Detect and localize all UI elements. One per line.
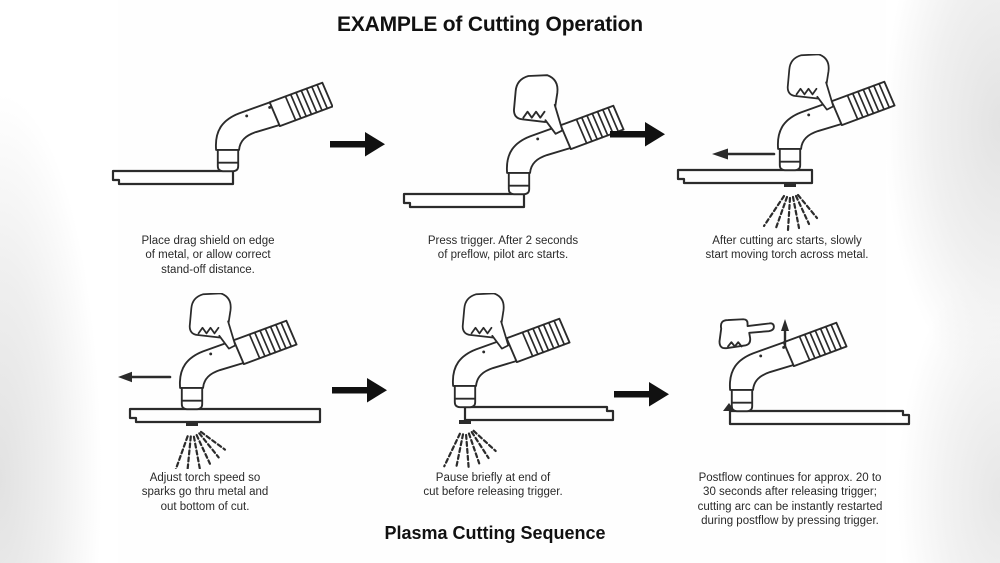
spark-spray-icon xyxy=(762,193,819,232)
step-2-cell: Press trigger. After 2 seconds of preflo… xyxy=(378,54,628,263)
metal-plate xyxy=(463,405,615,422)
metal-plate xyxy=(402,192,526,209)
move-left-arrow-icon xyxy=(118,371,172,383)
next-step-arrow-icon xyxy=(332,372,388,413)
next-step-arrow-icon xyxy=(610,116,666,157)
release-up-arrow-icon xyxy=(781,319,789,349)
cutting-arc xyxy=(459,420,471,424)
spark-spray-icon xyxy=(438,427,499,469)
cutting-arc xyxy=(186,422,198,426)
hand-pressing-trigger-icon xyxy=(188,293,237,350)
step-2-caption: Press trigger. After 2 seconds of preflo… xyxy=(427,235,579,262)
step-6-cell: Postflow continues for approx. 20 to 30 … xyxy=(655,293,925,528)
hand-released-pointing-icon xyxy=(718,318,775,350)
step-1-cell: Place drag shield on edge of metal, or a… xyxy=(83,54,333,277)
step-3-move-torch-illustration xyxy=(676,54,896,232)
metal-plate xyxy=(111,169,235,186)
step-5-caption: Pause briefly at end of cut before relea… xyxy=(423,472,563,499)
cutting-arc xyxy=(784,183,796,187)
hand-pressing-trigger-icon xyxy=(461,293,510,350)
metal-plate xyxy=(728,409,911,426)
next-step-arrow-icon xyxy=(614,376,670,417)
step-2-press-trigger-illustration xyxy=(402,74,625,209)
step-6-caption: Postflow continues for approx. 20 to 30 … xyxy=(697,472,883,527)
step-3-caption: After cutting arc starts, slowly start m… xyxy=(705,235,869,262)
diagram-subtitle: Plasma Cutting Sequence xyxy=(384,523,606,543)
step-1-torch-on-edge-illustration xyxy=(111,81,333,186)
step-3-cell: After cutting arc starts, slowly start m… xyxy=(662,54,912,263)
step-1-caption: Place drag shield on edge of metal, or a… xyxy=(141,235,275,276)
metal-plate xyxy=(128,407,322,424)
hand-pressing-trigger-icon xyxy=(786,54,835,111)
step-4-cell: Adjust torch speed so sparks go thru met… xyxy=(80,293,330,514)
step-5-cell: Pause briefly at end of cut before relea… xyxy=(368,293,618,500)
step-4-caption: Adjust torch speed so sparks go thru met… xyxy=(141,472,269,513)
move-left-arrow-icon xyxy=(712,148,776,160)
step-5-pause-illustration xyxy=(438,293,615,469)
plasma-torch-icon xyxy=(214,81,333,173)
hand-pressing-trigger-icon xyxy=(513,74,564,135)
diagram-title: EXAMPLE of Cutting Operation xyxy=(337,13,643,36)
metal-plate xyxy=(676,168,814,185)
spark-spray-icon xyxy=(166,426,229,469)
step-4-adjust-speed-illustration xyxy=(118,293,322,469)
step-6-postflow-illustration xyxy=(718,318,911,426)
next-step-arrow-icon xyxy=(330,126,386,167)
